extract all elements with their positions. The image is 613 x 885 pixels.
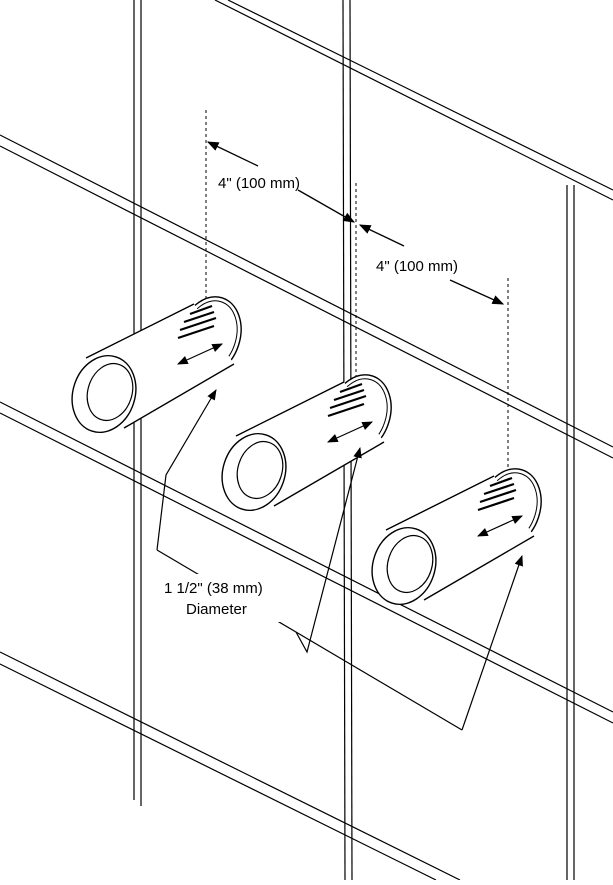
sleeve-center — [212, 367, 400, 519]
spacing-label-upper: 4" (100 mm) — [218, 175, 300, 192]
centerlines — [205, 110, 509, 472]
sleeve-left — [62, 289, 250, 441]
spacing-label-lower: 4" (100 mm) — [376, 258, 458, 275]
diameter-word-label: Diameter — [186, 601, 247, 618]
diameter-callout: 1 1/2" (38 mm) Diameter — [156, 574, 292, 622]
diameter-value-label: 1 1/2" (38 mm) — [164, 580, 263, 597]
sleeve-right — [362, 461, 550, 613]
sleeve-icon — [362, 461, 550, 613]
spacing-dimension-upper: 4" (100 mm) — [206, 141, 356, 223]
sleeve-icon — [62, 289, 250, 441]
spacing-dimension-lower: 4" (100 mm) — [358, 224, 505, 305]
sleeve-icon — [212, 367, 400, 519]
